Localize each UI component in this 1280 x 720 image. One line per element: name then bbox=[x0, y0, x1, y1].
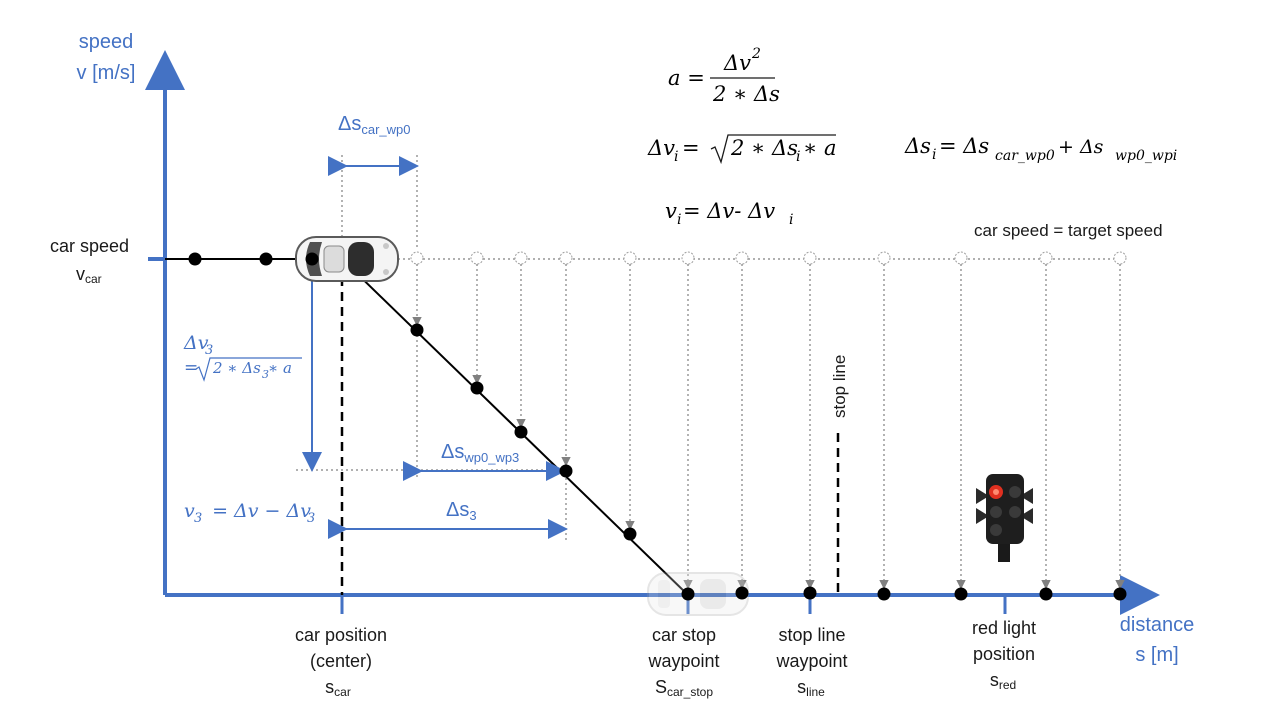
svg-text:3: 3 bbox=[307, 511, 315, 526]
svg-text:= Δv- Δv: = Δv- Δv bbox=[683, 199, 775, 223]
svg-text:Scar_stop: Scar_stop bbox=[655, 677, 713, 699]
car-icon bbox=[295, 236, 399, 282]
svg-text:i: i bbox=[796, 149, 800, 165]
x-axis-label-2: s [m] bbox=[1135, 644, 1178, 666]
waypoint-dots bbox=[188, 252, 1127, 601]
svg-text:∗ a: ∗ a bbox=[803, 136, 836, 160]
svg-text:a =: a = bbox=[668, 66, 705, 90]
svg-text:v: v bbox=[665, 199, 677, 223]
target-speed-label: car speed = target speed bbox=[974, 221, 1163, 240]
svg-text:Δs: Δs bbox=[904, 134, 931, 158]
svg-text:scar: scar bbox=[325, 677, 351, 699]
car-stop-waypoint-labels: car stop waypoint Scar_stop bbox=[647, 625, 719, 699]
svg-text:car_wp0: car_wp0 bbox=[995, 148, 1055, 164]
svg-text:= Δs: = Δs bbox=[939, 134, 989, 158]
svg-text:3: 3 bbox=[262, 368, 269, 381]
vcar-label: vcar bbox=[76, 264, 102, 286]
dv3-label: Δv 3 = 2 ∗ Δs 3 ∗ a bbox=[183, 332, 302, 382]
svg-text:i: i bbox=[674, 149, 678, 165]
svg-text:red light: red light bbox=[972, 618, 1036, 638]
waypoint-drop-lines bbox=[412, 264, 1125, 590]
svg-text:3: 3 bbox=[194, 511, 202, 526]
svg-text:sline: sline bbox=[797, 677, 825, 699]
svg-text:sred: sred bbox=[990, 670, 1016, 692]
svg-text:waypoint: waypoint bbox=[775, 651, 847, 671]
car-speed-label: car speed bbox=[50, 236, 129, 256]
svg-text:i: i bbox=[789, 212, 793, 228]
svg-text:(center): (center) bbox=[310, 651, 372, 671]
red-light-position-labels: red light position sred bbox=[972, 618, 1036, 692]
svg-text:i: i bbox=[932, 147, 936, 163]
svg-text:waypoint: waypoint bbox=[647, 651, 719, 671]
svg-text:=: = bbox=[184, 358, 198, 378]
stop-line-waypoint-labels: stop line waypoint sline bbox=[775, 625, 847, 699]
formula-acceleration: a = Δv 2 2 ∗ Δs bbox=[668, 46, 780, 106]
formula-vi: v i = Δv- Δv i bbox=[665, 199, 793, 228]
speed-profile-line bbox=[165, 258, 689, 596]
car-position-labels: car position (center) scar bbox=[295, 625, 387, 699]
svg-text:2 ∗ Δs: 2 ∗ Δs bbox=[730, 136, 798, 160]
svg-text:2 ∗ Δs: 2 ∗ Δs bbox=[212, 359, 261, 377]
svg-text:car stop: car stop bbox=[652, 625, 716, 645]
svg-text:car position: car position bbox=[295, 625, 387, 645]
svg-text:= Δv − Δv: = Δv − Δv bbox=[200, 500, 311, 522]
svg-text:Δv: Δv bbox=[647, 136, 675, 160]
formula-dsi: Δs i = Δs car_wp0 + Δs wp0_wpi bbox=[904, 134, 1177, 164]
formula-dvi: Δv i = 2 ∗ Δs i ∗ a bbox=[647, 134, 836, 165]
traffic-light-icon bbox=[976, 474, 1033, 562]
svg-text:stop line: stop line bbox=[778, 625, 845, 645]
svg-text:i: i bbox=[677, 212, 681, 228]
svg-text:∗ a: ∗ a bbox=[268, 359, 292, 377]
v3-label: v 3 = Δv − Δv 3 bbox=[184, 500, 315, 526]
stopped-car-ghost bbox=[647, 572, 749, 616]
svg-text:Δv: Δv bbox=[183, 332, 209, 354]
svg-text:2 ∗ Δs: 2 ∗ Δs bbox=[712, 82, 780, 106]
car-wp0-guides bbox=[296, 155, 567, 540]
ds3-label: Δs3 bbox=[446, 499, 477, 523]
svg-text:=: = bbox=[682, 136, 700, 160]
svg-text:2: 2 bbox=[751, 46, 761, 62]
svg-text:3: 3 bbox=[205, 343, 213, 358]
x-axis-label-1: distance bbox=[1120, 614, 1195, 636]
ds-car-wp0-label: Δscar_wp0 bbox=[338, 113, 411, 137]
svg-text:v: v bbox=[184, 500, 195, 522]
svg-text:wp0_wpi: wp0_wpi bbox=[1115, 148, 1177, 164]
target-waypoint-circles bbox=[410, 251, 1127, 265]
svg-text:Δv: Δv bbox=[723, 51, 751, 75]
svg-text:position: position bbox=[973, 644, 1035, 664]
stop-line-label: stop line bbox=[830, 355, 849, 418]
ds-wp0-wp3-label: Δswp0_wp3 bbox=[441, 441, 519, 465]
y-axis-label-2: v [m/s] bbox=[77, 62, 136, 84]
svg-text:+ Δs: + Δs bbox=[1058, 136, 1104, 158]
y-axis-label-1: speed bbox=[79, 31, 134, 53]
